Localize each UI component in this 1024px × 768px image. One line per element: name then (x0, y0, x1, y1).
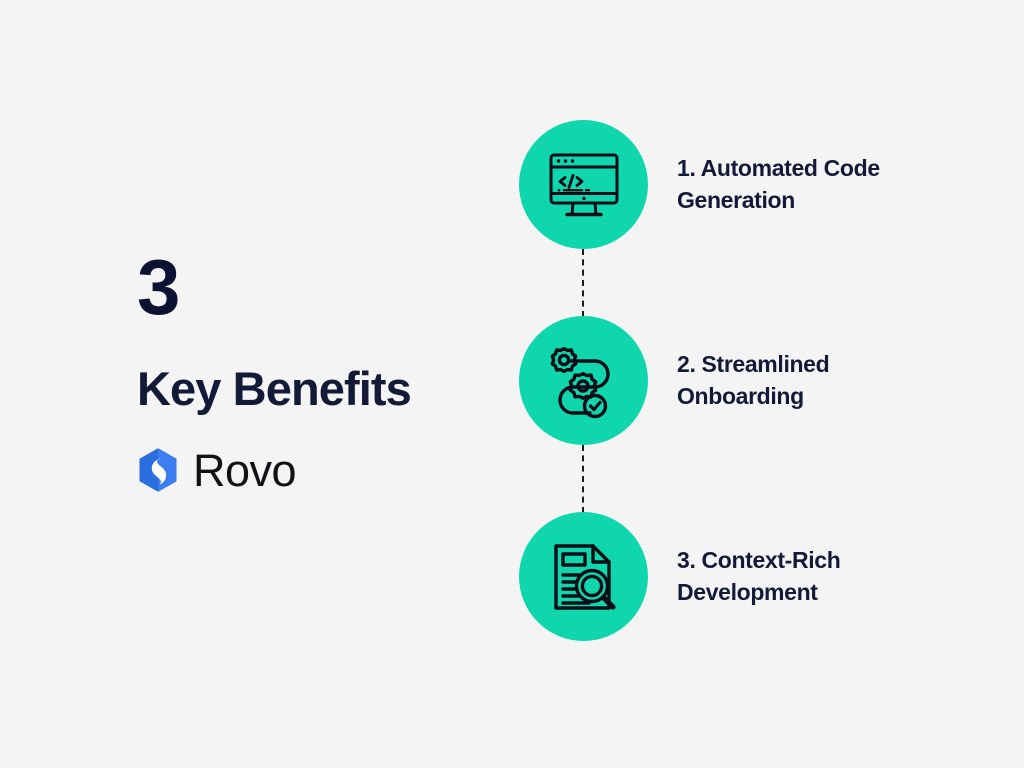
timeline-step: 1. Automated Code Generation (519, 120, 979, 249)
benefit-count-number: 3 (137, 243, 180, 331)
page-title: Key Benefits (137, 362, 412, 415)
brand-name-label: Rovo (193, 444, 297, 496)
benefits-timeline: 1. Automated Code Generation (519, 120, 979, 654)
step-3-icon-badge (519, 512, 648, 641)
monitor-code-icon (549, 153, 618, 216)
step-2-label: 2. Streamlined Onboarding (677, 350, 830, 409)
step-3-label: 3. Context-Rich Development (677, 546, 841, 605)
step-1-icon-badge (519, 120, 648, 249)
title-block: 3 Key Benefits Rovo (137, 248, 477, 493)
workflow-gears-check-icon (550, 346, 610, 418)
rovo-hexagon-logo-icon (139, 448, 177, 493)
document-magnifier-icon (553, 543, 616, 610)
step-2-icon-badge (519, 316, 648, 445)
timeline-step: 3. Context-Rich Development (519, 512, 979, 641)
brand-lockup: Rovo (137, 447, 477, 493)
timeline-step: 2. Streamlined Onboarding (519, 316, 979, 445)
connector-line-2 (582, 445, 586, 513)
step-1-label: 1. Automated Code Generation (677, 154, 880, 213)
connector-line-1 (582, 249, 586, 317)
